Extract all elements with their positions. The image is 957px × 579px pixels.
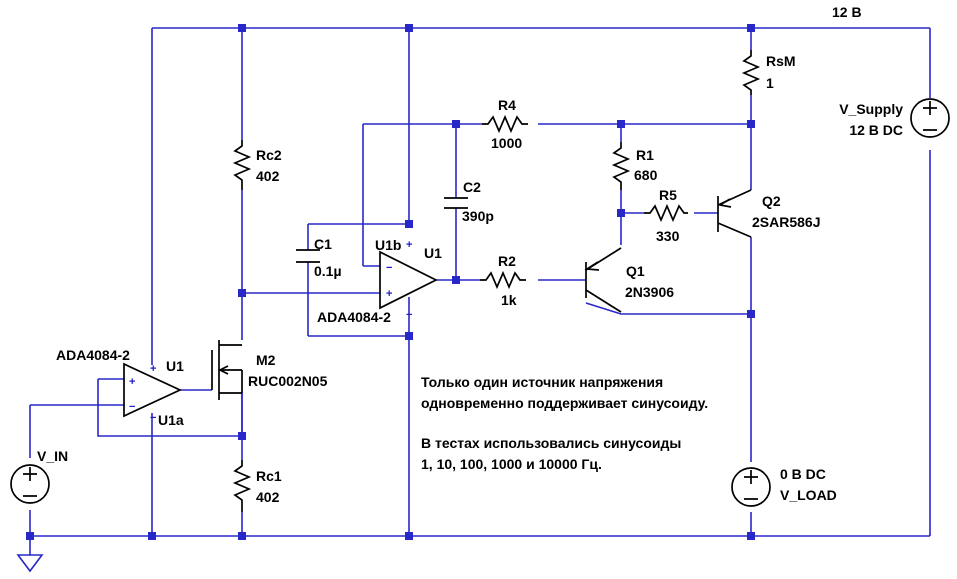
opamp-u1a[interactable]: + + − − [123,362,183,424]
rsm-name: RsM [766,53,796,69]
u1a-vminus-pin: − [150,412,156,424]
wires [29,27,931,555]
resistor-rsm[interactable] [741,50,761,95]
r1-name: R1 [636,147,654,163]
voltage-source-vload[interactable] [731,467,771,507]
capacitor-c1[interactable] [296,249,320,263]
net-label-12v: 12 В [832,4,862,20]
vin-name: V_IN [37,448,68,464]
note-line-3: В тестах использовались синусоиды [421,435,681,451]
note-block: Только один источник напряжения одноврем… [421,374,708,472]
vload-name: V_LOAD [780,487,837,503]
ground-symbol [16,554,44,573]
note-line-2: одновременно поддерживает синусоиду. [421,395,708,411]
c2-name: C2 [463,179,481,195]
vsupply-name: V_Supply [839,101,903,117]
r2-name: R2 [498,253,516,269]
u1b-value: ADA4084-2 [317,309,391,325]
u1a-name: U1a [158,412,184,428]
opamp-u1b[interactable]: + − + − [379,239,438,321]
transistor-q2[interactable] [717,189,752,238]
r2-value: 1k [501,292,517,308]
r5-name: R5 [659,187,677,203]
rc2-name: Rc2 [256,147,282,163]
transistor-q1[interactable] [584,247,622,313]
voltage-source-vin[interactable] [10,464,50,504]
m2-name: M2 [256,352,276,368]
m2-value: RUC002N05 [248,373,328,389]
rc1-value: 402 [256,489,280,505]
c2-value: 390p [462,208,494,224]
u1b-noninv-pin: + [386,288,392,300]
voltage-source-vsupply[interactable] [910,98,950,138]
resistor-r2[interactable] [480,270,526,290]
resistor-r4[interactable] [482,114,528,134]
mosfet-m2[interactable] [211,340,243,400]
u1a-vplus-pin: + [150,363,156,375]
vload-value: 0 В DC [780,466,826,482]
c1-name: C1 [314,236,332,252]
r5-value: 330 [656,228,680,244]
q1-name: Q1 [626,263,645,279]
u1b-name: U1b [375,237,401,253]
resistor-rc2[interactable] [232,140,252,190]
vsupply-value: 12 В DC [849,122,903,138]
u1a-noninv-pin: + [129,376,135,388]
u1a-value: ADA4084-2 [56,347,130,363]
q1-value: 2N3906 [625,284,674,300]
resistor-rc1[interactable] [232,460,252,512]
u1b-inv-pin: − [386,262,392,274]
resistor-r1[interactable] [611,142,631,190]
rc2-value: 402 [256,168,280,184]
q2-value: 2SAR586J [752,214,821,230]
u1a-ref: U1 [166,358,184,374]
u1b-vminus-pin: − [406,309,412,321]
u1b-ref: U1 [424,245,442,261]
u1b-vplus-pin: + [406,239,412,251]
q2-name: Q2 [762,193,781,209]
note-line-1: Только один источник напряжения [421,374,663,390]
r1-value: 680 [634,167,658,183]
resistor-r5[interactable] [644,203,688,223]
capacitor-c2[interactable] [444,197,468,209]
rc1-name: Rc1 [256,468,282,484]
r4-value: 1000 [491,135,522,151]
c1-value: 0.1µ [314,263,342,279]
u1a-inv-pin: − [129,401,135,413]
junction-dots [26,24,755,540]
rsm-value: 1 [766,75,774,91]
r4-name: R4 [498,97,516,113]
note-line-4: 1, 10, 100, 1000 и 10000 Гц. [421,456,602,472]
